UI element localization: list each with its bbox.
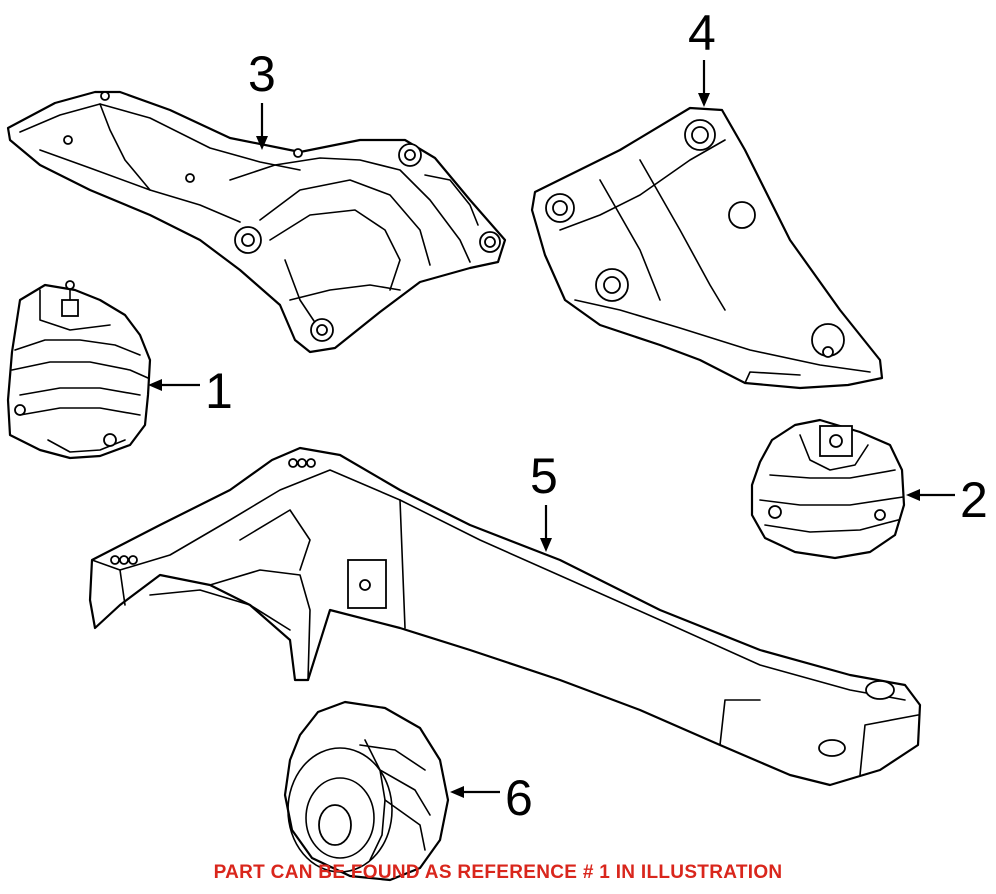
part-3-bracket [6, 90, 507, 354]
callout-5-label: 5 [530, 448, 558, 504]
callout-1-label: 1 [205, 363, 233, 419]
callout-5: 5 [530, 448, 558, 552]
part-5-crossmember [88, 446, 922, 787]
callout-6-label: 6 [505, 770, 533, 826]
part-6-bushing [283, 700, 450, 882]
part-1-mount [6, 280, 152, 460]
footer-reference-note: PART CAN BE FOUND AS REFERENCE # 1 IN IL… [213, 862, 783, 883]
callout-3-label: 3 [248, 46, 276, 102]
callout-4: 4 [688, 5, 716, 107]
callout-3: 3 [248, 46, 276, 150]
callout-2: 2 [906, 472, 988, 528]
callout-6: 6 [450, 770, 533, 826]
part-4-plate [530, 106, 884, 390]
callout-1: 1 [148, 363, 233, 419]
callout-2-label: 2 [960, 472, 988, 528]
callout-4-label: 4 [688, 5, 716, 61]
part-2-mount [750, 418, 906, 560]
